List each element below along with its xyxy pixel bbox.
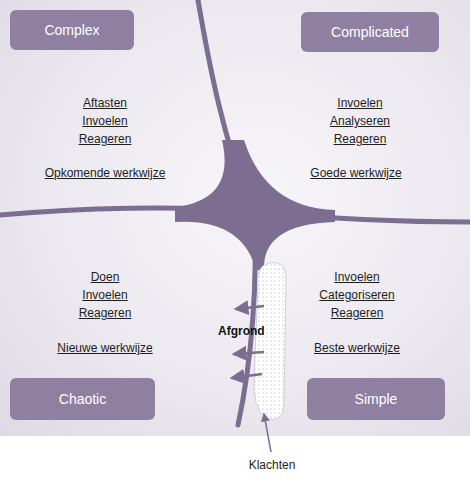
domain-title: Chaotic	[59, 391, 106, 407]
domain-box: Chaotic	[10, 378, 155, 420]
practice-label: Analyseren	[330, 114, 390, 128]
practice-label: Categoriseren	[319, 288, 394, 302]
domain-title: Complicated	[331, 24, 409, 40]
practice-label: Invoelen	[82, 288, 127, 302]
practice-label: Invoelen	[337, 96, 382, 110]
leader-arrow	[264, 414, 271, 452]
callout-label: Klachten	[249, 458, 296, 472]
practice-label: Reageren	[79, 132, 132, 146]
push-arrow	[236, 306, 264, 309]
domain-box: Complicated	[301, 12, 439, 52]
domain-box: Complex	[10, 10, 134, 50]
push-arrow	[234, 352, 264, 354]
practice-label: Goede werkwijze	[310, 166, 401, 180]
practice-label: Reageren	[331, 306, 384, 320]
practice-label: Aftasten	[83, 96, 127, 110]
practice-label: Nieuwe werkwijze	[57, 341, 152, 355]
practice-label: Reageren	[79, 306, 132, 320]
practice-label: Invoelen	[82, 114, 127, 128]
abyss-shape	[214, 256, 294, 426]
abyss-label: Afgrond	[218, 324, 265, 338]
practice-label: Doen	[91, 270, 120, 284]
practice-label: Beste werkwijze	[314, 341, 400, 355]
practice-label: Invoelen	[334, 270, 379, 284]
practice-label: Reageren	[334, 132, 387, 146]
domain-box: Simple	[307, 378, 445, 420]
abyss-zone: Afgrond	[214, 256, 294, 426]
domain-title: Complex	[44, 22, 99, 38]
practice-label: Opkomende werkwijze	[45, 166, 166, 180]
push-arrow	[232, 374, 262, 378]
center-disorder	[175, 140, 335, 270]
domain-title: Simple	[355, 391, 398, 407]
